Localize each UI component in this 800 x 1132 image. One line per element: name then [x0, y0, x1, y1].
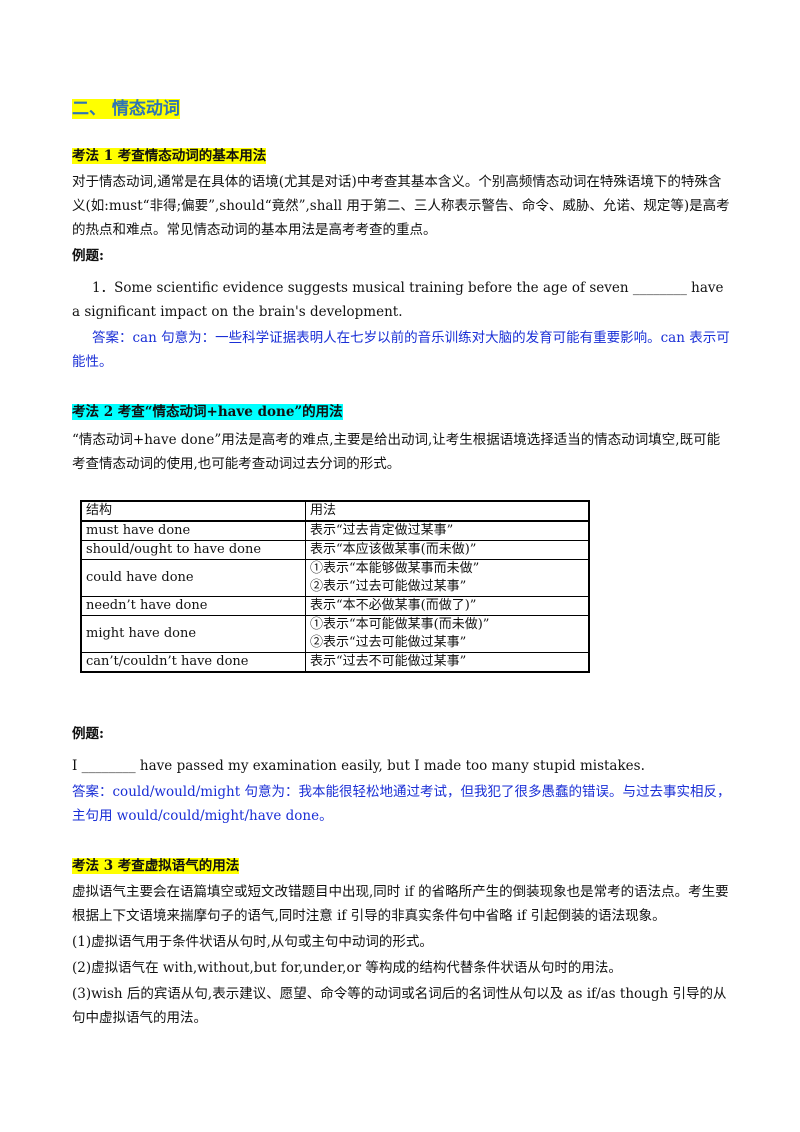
modal-have-done-table: 结构 用法 must have done 表示“过去肯定做过某事” should…	[80, 500, 590, 673]
kaofa3-title: 考法 3 考查虚拟语气的用法	[72, 856, 240, 876]
kaofa1-title: 考法 1 考查情态动词的基本用法	[72, 146, 267, 166]
kaofa2-body: “情态动词+have done”用法是高考的难点,主要是给出动词,让考生根据语境…	[72, 432, 721, 472]
usage-line: ①表示“本能够做某事而未做”	[310, 561, 480, 576]
table-header-usage: 用法	[305, 500, 590, 522]
kaofa3-body: 虚拟语气主要会在语篇填空或短文改错题目中出现,同时 if 的省略所产生的倒装现象…	[72, 884, 729, 924]
table-cell-structure: might have done	[80, 615, 306, 653]
kaofa1-body: 对于情态动词,通常是在具体的语境(尤其是对话)中考查其基本含义。个别高频情态动词…	[72, 174, 730, 238]
table-cell-structure: needn’t have done	[80, 596, 306, 616]
table-row: might have done ①表示“本可能做某事(而未做)” ②表示“过去可…	[80, 615, 590, 653]
kaofa2-example-label: 例题:	[72, 726, 104, 742]
table-cell-usage: 表示“过去肯定做过某事”	[305, 520, 590, 541]
table-cell-usage: 表示“本应该做某事(而未做)”	[305, 540, 590, 560]
table-cell-structure: should/ought to have done	[80, 540, 306, 560]
usage-line: ②表示“过去可能做过某事”	[310, 635, 467, 650]
kaofa2-title-text: 考法 2 考查“情态动词+have done”的用法	[72, 404, 343, 420]
section-title-text: 二、 情态动词	[72, 99, 180, 119]
kaofa3-point-3: (3)wish 后的宾语从句,表示建议、愿望、命令等的动词或名词后的名词性从句以…	[72, 986, 727, 1026]
kaofa2-title: 考法 2 考查“情态动词+have done”的用法	[72, 402, 343, 422]
table-header-structure: 结构	[80, 500, 306, 522]
section-title: 二、 情态动词	[72, 94, 180, 119]
kaofa3-point-1: (1)虚拟语气用于条件状语从句时,从句或主句中动词的形式。	[72, 934, 433, 950]
table-cell-usage: ①表示“本可能做某事(而未做)” ②表示“过去可能做过某事”	[305, 615, 590, 653]
usage-line: ①表示“本可能做某事(而未做)”	[310, 617, 490, 632]
table-cell-usage: ①表示“本能够做某事而未做” ②表示“过去可能做过某事”	[305, 559, 590, 597]
table-cell-structure: must have done	[80, 520, 306, 541]
kaofa3-title-text: 考法 3 考查虚拟语气的用法	[72, 858, 240, 874]
kaofa1-example-label: 例题:	[72, 248, 104, 264]
kaofa1-title-text: 考法 1 考查情态动词的基本用法	[72, 148, 267, 164]
table-cell-structure: could have done	[80, 559, 306, 597]
kaofa1-answer: 答案：can 句意为：一些科学证据表明人在七岁以前的音乐训练对大脑的发育可能有重…	[72, 330, 730, 370]
kaofa2-answer: 答案：could/would/might 句意为：我本能很轻松地通过考试，但我犯…	[72, 784, 731, 824]
kaofa3-point-2: (2)虚拟语气在 with,without,but for,under,or 等…	[72, 960, 622, 976]
table-cell-usage: 表示“过去不可能做过某事”	[305, 652, 590, 673]
kaofa2-question: I ________ have passed my examination ea…	[72, 758, 645, 774]
table-row: should/ought to have done 表示“本应该做某事(而未做)…	[80, 540, 590, 560]
table-row: must have done 表示“过去肯定做过某事”	[80, 520, 590, 541]
kaofa1-question: 1．Some scientific evidence suggests musi…	[72, 280, 724, 320]
table-row: needn’t have done 表示“本不必做某事(而做了)”	[80, 596, 590, 616]
table-row: could have done ①表示“本能够做某事而未做” ②表示“过去可能做…	[80, 559, 590, 597]
table-cell-structure: can’t/couldn’t have done	[80, 652, 306, 673]
table-header-row: 结构 用法	[80, 500, 590, 522]
table-cell-usage: 表示“本不必做某事(而做了)”	[305, 596, 590, 616]
table-row: can’t/couldn’t have done 表示“过去不可能做过某事”	[80, 652, 590, 673]
usage-line: ②表示“过去可能做过某事”	[310, 579, 467, 594]
